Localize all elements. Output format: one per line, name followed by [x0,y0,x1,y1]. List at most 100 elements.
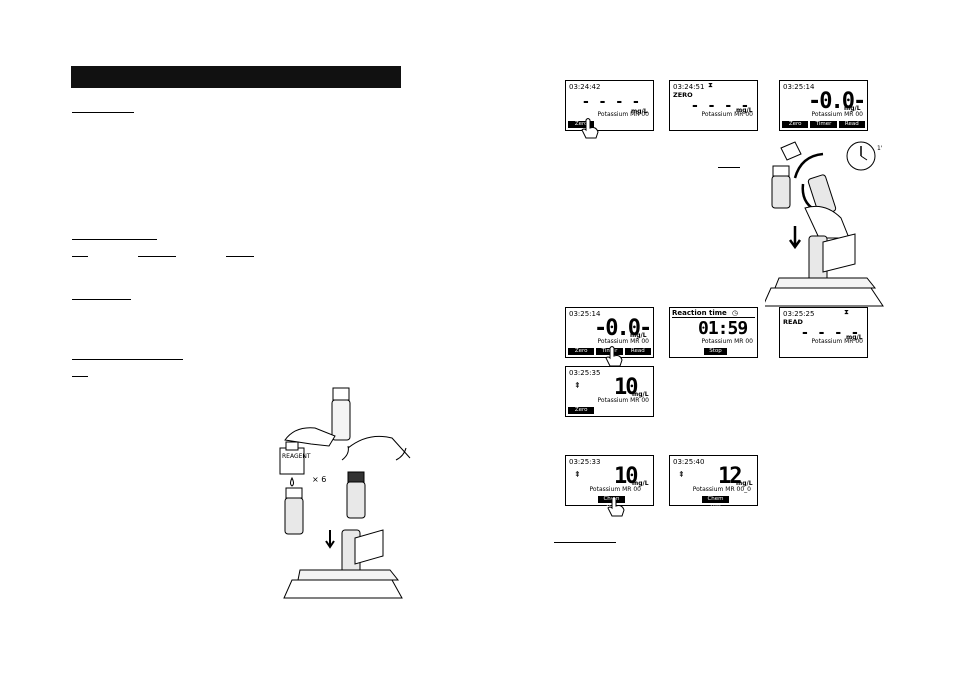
shake-vial-icon [341,435,411,519]
zero-softkey[interactable]: Zero [568,348,595,355]
heading-underline [72,299,131,300]
screen-method: Potassium MR 00 [701,111,753,118]
zero-softkey[interactable]: Zero [568,407,595,414]
screen-reading: -0.0- [594,316,652,341]
meter-screen-chem-form: 03:25:33 ⇞ 10 mg/L Potassium MR 00 Chem … [565,455,654,509]
screen-unit: mg/L [632,391,649,398]
timer-softkey[interactable]: Timer [810,121,837,128]
screen-method: Potassium MR 00 [811,111,863,118]
screen-status: READ [783,318,803,326]
sample-vial-icon [284,487,304,535]
up-arrow-icon: ⇞ [574,470,581,479]
screen-unit: mg/L [844,105,861,112]
drop-count-label: × 6 [312,475,326,484]
screen-unit: mg/L [846,334,863,341]
powder-mix-illustration: 1' [765,141,884,307]
screen-reading: - - - - [583,94,642,110]
section-header-bar [71,66,401,88]
chem-form-softkey[interactable]: Chem Frm [702,496,729,509]
heading-underline [72,256,88,257]
softkey-bar: Chem Frm [702,496,729,509]
screen-unit: mg/L [631,108,648,115]
screen-time: 03:24:51 [673,83,705,91]
hourglass-icon: ⧗ [708,82,713,89]
up-arrow-icon: ⇞ [574,381,581,390]
empty-vial-icon [331,387,351,441]
vial-label-text: REAGENT [282,453,311,460]
screen-reading: -0.0- [808,89,866,114]
heading-underline [72,359,183,360]
screen-reading: 12 [718,464,742,489]
meter-screen-result: 03:25:35 ⇞ 10 mg/L Potassium MR 00 Zero [565,366,654,417]
screen-time: 03:24:42 [569,83,601,91]
softkey-blank [625,121,651,128]
note-underline [718,167,740,168]
screen-method: Potassium MR 00 [597,338,649,345]
reagent-procedure-illustration: × 6 REAGENT [279,387,411,599]
meter-insert-icon [765,226,884,307]
meter-screen-timer-select: 03:25:14 -0.0- mg/L Potassium MR 00 Zero… [565,307,654,358]
heading-underline [226,256,254,257]
screen-unit: mg/L [736,480,753,487]
screen-unit: mg/L [632,480,649,487]
powder-pillow-icon [771,141,802,209]
dropper-bottle-icon [279,427,336,487]
softkey-bar: Zero Timer Read [782,121,865,128]
heading-underline [138,256,176,257]
finger-tap-icon [581,118,599,139]
heading-underline [72,239,157,240]
finger-tap-icon [607,496,625,517]
meter-screen-reaction-time: Reaction time ◷ 01:59 Potassium MR 00 St… [669,307,758,358]
heading-underline [554,542,616,543]
screen-reading: 10 [614,375,638,400]
hourglass-icon: ⧗ [844,309,849,316]
meter-screen-reading: 03:25:25 ⧗ READ - - - - mg/L Potassium M… [779,307,868,358]
stop-softkey[interactable]: Stop [704,348,727,355]
screen-method: Potassium MR 00 [597,111,649,118]
meter-screen-zeroing: 03:24:51 ⧗ ZERO - - - - mg/L Potassium M… [669,80,758,131]
screen-method: Potassium MR 00 [589,486,641,493]
screen-time: 03:25:14 [783,83,815,91]
timer-softkey[interactable]: Timer [596,348,623,355]
screen-time: 03:25:35 [569,369,601,377]
countdown-display: 01:59 [698,318,748,339]
heading-underline [72,376,88,377]
screen-time: 03:25:33 [569,458,601,466]
screen-method: Potassium MR 00_0 [692,486,751,493]
softkey-bar: Zero Timer Read [568,348,651,355]
screen-time: 03:25:25 [783,310,815,318]
meter-screen-zero: 03:24:42 - - - - mg/L Potassium MR 00 Ze… [565,80,654,131]
time-note: 1' [877,145,883,152]
read-softkey[interactable]: Read [838,121,865,128]
screen-time: 03:25:40 [673,458,705,466]
screen-reading: 10 [614,464,638,489]
zero-softkey[interactable]: Zero [782,121,809,128]
screen-reading: - - - - [692,98,751,114]
screen-header: Reaction time [672,309,727,317]
softkey-bar: Stop [704,348,727,355]
screen-unit: mg/L [736,107,753,114]
softkey-bar: Zero [568,121,651,128]
meter-screen-chem-form-alt: 03:25:40 ⇞ 12 mg/L Potassium MR 00_0 Che… [669,455,758,509]
clock-icon [846,141,876,171]
screen-status: ZERO [673,91,693,99]
hand-tube-icon [804,174,850,239]
softkey-bar: Zero [568,407,651,414]
read-softkey[interactable]: Read [624,348,651,355]
finger-tap-icon [605,346,623,367]
meter-screen-zeroed: 03:25:14 -0.0- mg/L Potassium MR 00 Zero… [779,80,868,131]
meter-insert-icon [283,529,403,599]
screen-time: 03:25:14 [569,310,601,318]
header-divider [672,317,755,318]
softkey-blank [625,407,651,414]
zero-softkey[interactable]: Zero [568,121,595,128]
screen-reading: - - - - [802,325,861,341]
screen-method: Potassium MR 00 [597,397,649,404]
softkey-blank [596,407,622,414]
screen-unit: mg/L [630,332,647,339]
screen-method: Potassium MR 00 [811,338,863,345]
heading-underline [72,112,134,113]
up-arrow-icon: ⇞ [678,470,685,479]
timer-icon: ◷ [732,310,739,317]
screen-method: Potassium MR 00 [701,338,753,345]
